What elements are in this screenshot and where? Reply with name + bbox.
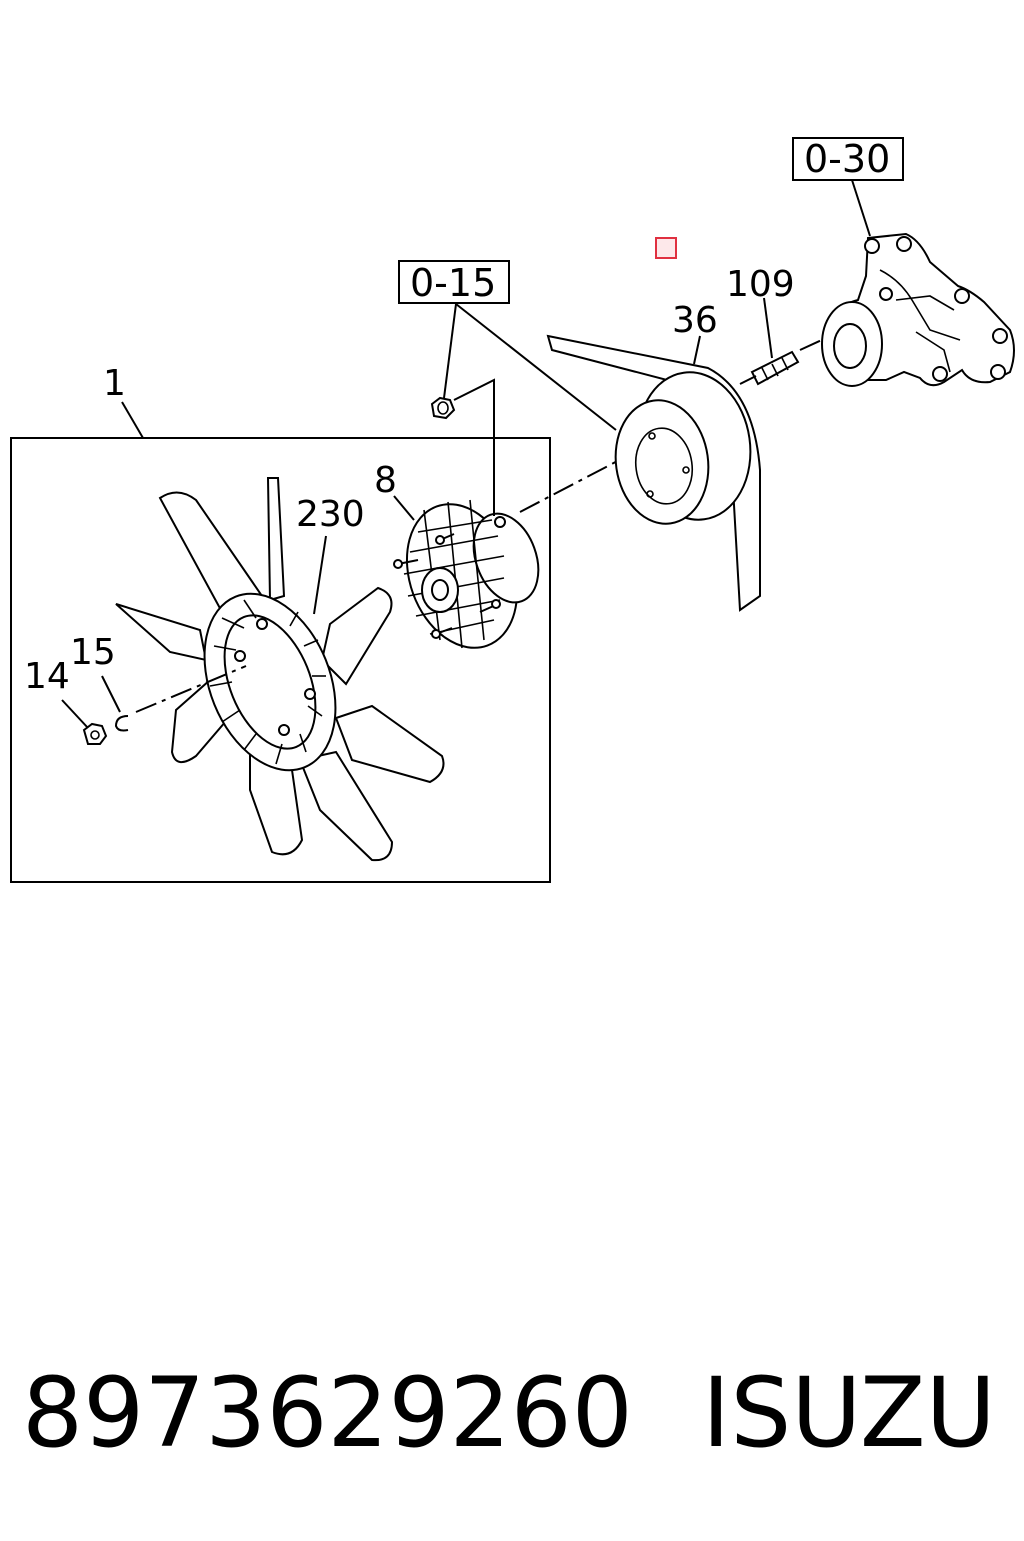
fan-assembly-leader xyxy=(121,401,144,439)
ref-0-30-label: 0-30 xyxy=(804,137,890,181)
fan-clutch-label: 8 xyxy=(374,460,397,501)
ref-0-15-label: 0-15 xyxy=(410,261,496,305)
washer-label: 15 xyxy=(70,632,116,673)
stud-label: 109 xyxy=(726,264,795,305)
fan-blade-leader xyxy=(313,535,327,615)
ref-0-30-box xyxy=(792,137,904,181)
marker-square xyxy=(655,237,677,259)
washer-leader xyxy=(101,675,121,713)
belt-leader xyxy=(693,335,701,365)
clutch-nut xyxy=(430,396,456,420)
water-pump xyxy=(821,232,1015,387)
fan-clutch xyxy=(393,499,540,649)
stud-leader xyxy=(763,297,773,359)
part-number: 8973629260 xyxy=(22,1357,633,1469)
fan-clutch-leader xyxy=(393,495,415,521)
ref-0-15-leader-pulley xyxy=(455,303,617,431)
ref-0-15-leader-nut xyxy=(443,303,457,399)
fan-assembly-box xyxy=(10,437,551,883)
ref-0-15-leader-clutch xyxy=(453,378,495,516)
stud xyxy=(750,350,800,386)
fan-assembly-label: 1 xyxy=(103,363,126,404)
fan-blade xyxy=(115,477,445,862)
fan-centerline xyxy=(135,665,247,713)
ref-0-15-box xyxy=(398,260,510,304)
brand-name: ISUZU xyxy=(702,1357,996,1469)
fan-blade-label: 230 xyxy=(296,494,365,535)
stud-centerline xyxy=(739,375,757,385)
nut-label: 14 xyxy=(24,656,70,697)
washer xyxy=(114,715,129,732)
pulley xyxy=(614,371,752,525)
nut xyxy=(82,722,108,745)
belt-label: 36 xyxy=(672,300,718,341)
ref-0-30-leader xyxy=(851,179,871,237)
nut-leader xyxy=(61,699,89,729)
